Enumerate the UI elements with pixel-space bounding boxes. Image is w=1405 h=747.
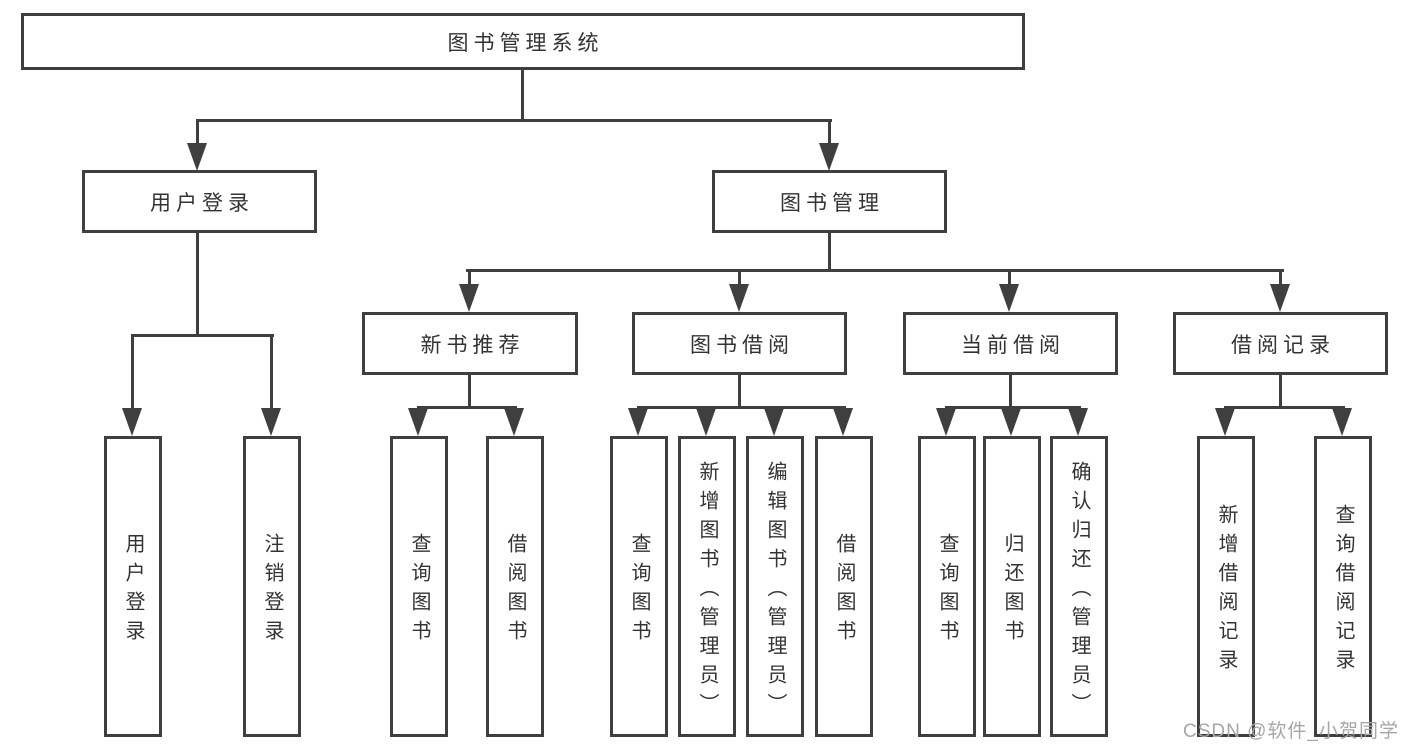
arrow-down-icon	[261, 408, 281, 436]
arrow-down-icon	[696, 408, 716, 436]
leaf-user-login: 用户登录	[104, 436, 162, 737]
leaf-logout: 注销登录	[243, 436, 301, 737]
connector-vline	[1279, 375, 1282, 408]
connector-hline	[417, 406, 517, 409]
leaf-query-book-borrowing: 查询图书	[610, 436, 668, 737]
node-label: 编辑图书（管理员）	[764, 460, 786, 722]
node-label: 确认归还（管理员）	[1068, 460, 1090, 722]
connector-vline	[131, 334, 134, 408]
node-label: 新增图书（管理员）	[696, 460, 718, 722]
leaf-add-borrow-record: 新增借阅记录	[1197, 436, 1255, 737]
leaf-return-book: 归还图书	[983, 436, 1041, 737]
connector-hline	[637, 406, 846, 409]
connector-hline	[1224, 406, 1345, 409]
node-label: 注销登录	[261, 533, 283, 649]
leaf-borrow-book: 借阅图书	[815, 436, 873, 737]
node-label: 查询借阅记录	[1332, 504, 1354, 678]
connector-vline	[521, 70, 524, 122]
arrow-down-icon	[936, 408, 956, 436]
arrow-down-icon	[1215, 408, 1235, 436]
arrow-down-icon	[999, 284, 1019, 312]
connector-vline	[468, 375, 471, 408]
arrow-down-icon	[628, 408, 648, 436]
arrow-down-icon	[1332, 408, 1352, 436]
arrow-down-icon	[729, 284, 749, 312]
node-label: 图书管理	[780, 191, 884, 215]
connector-vline	[468, 269, 471, 285]
node-label: 新书推荐	[420, 333, 525, 357]
arrow-down-icon	[504, 408, 524, 436]
node-library-system: 图书管理系统	[21, 13, 1025, 70]
arrow-down-icon	[408, 408, 428, 436]
connector-vline	[828, 233, 831, 272]
arrow-down-icon	[1270, 284, 1290, 312]
connector-hline	[196, 119, 832, 122]
arrow-down-icon	[764, 408, 784, 436]
connector-vline	[828, 119, 831, 146]
leaf-query-book-current: 查询图书	[918, 436, 976, 737]
connector-vline	[1008, 269, 1011, 285]
arrow-down-icon	[819, 143, 839, 171]
connector-vline	[1279, 269, 1282, 285]
leaf-confirm-return-admin: 确认归还（管理员）	[1050, 436, 1108, 737]
node-label: 用户登录	[150, 191, 254, 215]
node-user-login-branch: 用户登录	[82, 170, 317, 233]
node-label: 归还图书	[1001, 533, 1023, 649]
node-label: 借阅图书	[833, 533, 855, 649]
node-book-borrowing: 图书借阅	[632, 312, 847, 375]
connector-vline	[1009, 375, 1012, 408]
connector-vline	[738, 375, 741, 408]
node-current-borrowing: 当前借阅	[903, 312, 1118, 375]
node-label: 图书借阅	[690, 333, 794, 357]
node-label: 查询图书	[936, 533, 958, 649]
leaf-query-book-recommend: 查询图书	[390, 436, 448, 737]
arrow-down-icon	[459, 284, 479, 312]
connector-vline	[270, 334, 273, 408]
node-label: 借阅记录	[1231, 333, 1335, 357]
csdn-watermark: CSDN @软件_小贺同学	[1183, 721, 1399, 742]
connector-vline	[196, 119, 199, 146]
connector-vline	[196, 233, 199, 336]
connector-hline	[131, 334, 274, 337]
node-borrowing-records: 借阅记录	[1173, 312, 1388, 375]
node-label: 借阅图书	[504, 533, 526, 649]
node-label: 图书管理系统	[447, 31, 604, 55]
arrow-down-icon	[187, 143, 207, 171]
node-label: 新增借阅记录	[1215, 504, 1237, 678]
arrow-down-icon	[122, 408, 142, 436]
arrow-down-icon	[1001, 408, 1021, 436]
leaf-edit-book-admin: 编辑图书（管理员）	[746, 436, 804, 737]
node-label: 查询图书	[408, 533, 430, 649]
arrow-down-icon	[1068, 408, 1088, 436]
node-label: 用户登录	[122, 533, 144, 649]
node-label: 当前借阅	[961, 333, 1065, 357]
leaf-add-book-admin: 新增图书（管理员）	[678, 436, 736, 737]
node-book-management-branch: 图书管理	[712, 170, 947, 233]
connector-hline	[945, 406, 1081, 409]
node-new-book-recommend: 新书推荐	[362, 312, 578, 375]
node-label: 查询图书	[628, 533, 650, 649]
leaf-query-borrow-record: 查询借阅记录	[1314, 436, 1372, 737]
connector-hline	[466, 269, 1284, 272]
leaf-borrow-book-recommend: 借阅图书	[486, 436, 544, 737]
connector-vline	[738, 269, 741, 285]
arrow-down-icon	[833, 408, 853, 436]
